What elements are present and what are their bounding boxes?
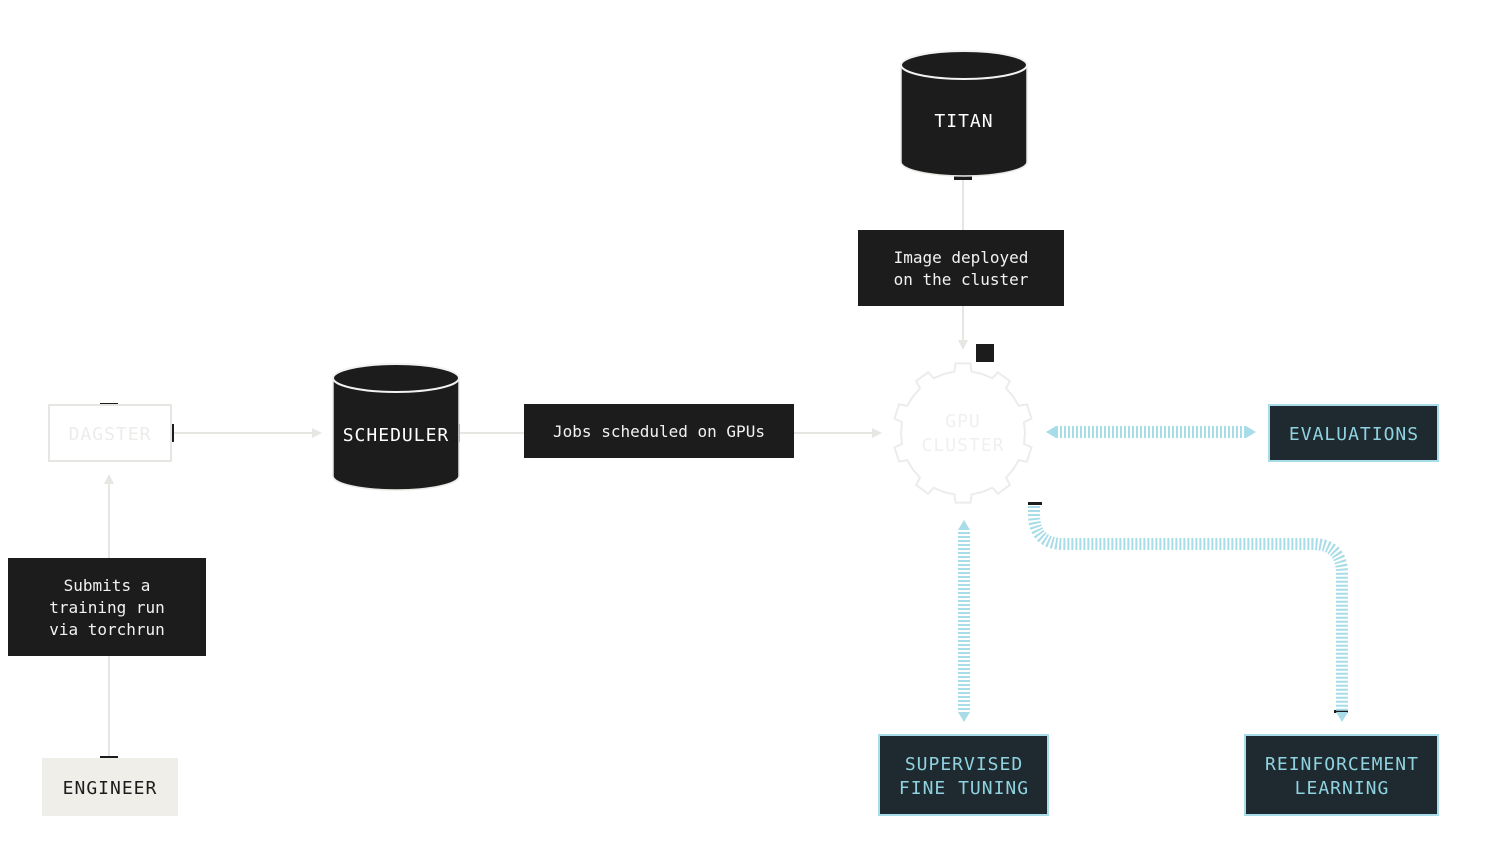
port-marker xyxy=(1334,710,1348,713)
rl-label-line1: REINFORCEMENT xyxy=(1265,754,1419,775)
engineer-node[interactable]: ENGINEER xyxy=(42,758,178,816)
submits-label-line1: Submits a xyxy=(64,576,151,595)
rl-label-line2: LEARNING xyxy=(1295,778,1390,799)
sft-node[interactable]: SUPERVISED FINE TUNING xyxy=(878,734,1049,816)
port-marker xyxy=(100,756,118,759)
jobs-label-box: Jobs scheduled on GPUs xyxy=(524,404,794,458)
image-label-line2: on the cluster xyxy=(894,270,1029,289)
titan-node[interactable]: TITAN xyxy=(900,50,1028,177)
arrowheads xyxy=(104,340,968,484)
edge-gpu-sft xyxy=(958,530,970,712)
scheduler-label: SCHEDULER xyxy=(343,425,450,446)
arrowhead-right-icon xyxy=(312,428,322,438)
gpu-cluster-node[interactable]: GPU CLUSTER xyxy=(893,344,1033,504)
gpu-cluster-label-line2: CLUSTER xyxy=(922,435,1005,456)
dagster-label: DAGSTER xyxy=(69,424,152,445)
connectors xyxy=(108,180,964,757)
image-label-line1: Image deployed xyxy=(894,248,1029,267)
arrowhead-down-icon xyxy=(958,340,968,350)
striped-connectors xyxy=(958,426,1348,722)
arrowhead-right-icon xyxy=(1246,426,1256,438)
port-marker xyxy=(1028,502,1042,505)
port-markers xyxy=(100,174,1348,759)
titan-label: TITAN xyxy=(934,111,993,132)
evaluations-label: EVALUATIONS xyxy=(1289,424,1419,445)
arrowhead-down-icon xyxy=(1336,712,1348,722)
edge-gpu-evaluations xyxy=(1056,426,1246,438)
submits-label-box: Submits a training run via torchrun xyxy=(8,558,206,656)
port-marker xyxy=(171,424,174,442)
arrowhead-left-icon xyxy=(1046,426,1056,438)
port-marker xyxy=(954,174,972,180)
gear-icon xyxy=(893,362,1033,504)
dagster-node[interactable]: DAGSTER xyxy=(48,404,172,462)
arrowhead-down-icon xyxy=(958,712,970,722)
sft-label-line1: SUPERVISED xyxy=(905,754,1023,775)
evaluations-node[interactable]: EVALUATIONS xyxy=(1268,404,1439,462)
submits-label-line2: training run xyxy=(49,598,165,617)
scheduler-node[interactable]: SCHEDULER xyxy=(332,363,460,491)
status-indicator xyxy=(976,344,994,362)
jobs-label-text: Jobs scheduled on GPUs xyxy=(553,422,765,441)
rl-node[interactable]: REINFORCEMENT LEARNING xyxy=(1244,734,1439,816)
engineer-label: ENGINEER xyxy=(63,778,158,799)
gpu-cluster-label-line1: GPU xyxy=(945,411,981,432)
sft-label-line2: FINE TUNING xyxy=(899,778,1029,799)
arrowhead-up-icon xyxy=(104,474,114,484)
arrowhead-right-icon xyxy=(872,428,882,438)
image-label-box: Image deployed on the cluster xyxy=(858,230,1064,306)
edge-gpu-rl xyxy=(1028,506,1348,712)
arrowhead-up-icon xyxy=(958,520,970,530)
submits-label-line3: via torchrun xyxy=(49,620,165,639)
